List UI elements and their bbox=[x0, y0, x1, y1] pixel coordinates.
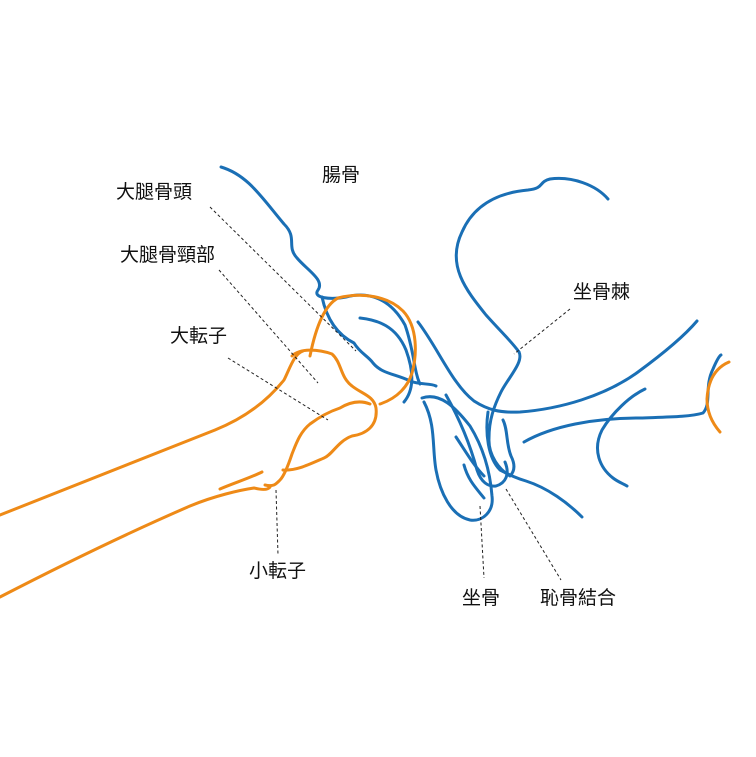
acetabulum-rim bbox=[320, 295, 438, 388]
ilium-outer-curve bbox=[219, 165, 422, 386]
label-femoral-neck: 大腿骨頸部 bbox=[120, 244, 215, 266]
label-greater-trochanter: 大転子 bbox=[170, 325, 227, 347]
leader-lines bbox=[209, 206, 571, 581]
label-ischial-spine: 坐骨棘 bbox=[573, 281, 630, 303]
leader-femoral-head bbox=[209, 206, 357, 352]
label-pubic-symphysis: 恥骨結合 bbox=[540, 587, 616, 609]
ilium-upper-curve bbox=[454, 176, 610, 354]
label-femoral-head: 大腿骨頭 bbox=[116, 181, 192, 203]
obturator-foramen bbox=[444, 393, 509, 488]
inferior-ramus bbox=[485, 410, 584, 519]
contralateral-ramus bbox=[522, 353, 723, 444]
greater-trochanter-outline bbox=[281, 348, 378, 472]
leader-femoral-neck bbox=[218, 269, 319, 384]
contralateral-femur bbox=[705, 360, 731, 434]
label-lesser-trochanter: 小転子 bbox=[249, 560, 306, 582]
leader-ischial-spine bbox=[513, 308, 571, 355]
femoral-neck-lower bbox=[263, 400, 372, 488]
pubic-ramus-lower bbox=[462, 463, 486, 500]
femoral-shaft-lower bbox=[0, 485, 272, 599]
lesser-trochanter-edge bbox=[218, 470, 264, 491]
femoral-head bbox=[308, 293, 417, 406]
pubic-loop bbox=[420, 395, 494, 522]
symphysis-line bbox=[454, 435, 486, 478]
leader-lesser-trochanter bbox=[275, 489, 279, 556]
leader-pubic-symphysis bbox=[505, 488, 562, 581]
femoral-shaft-upper bbox=[0, 349, 305, 517]
label-ilium: 腸骨 bbox=[322, 164, 360, 186]
contralateral-foramen bbox=[596, 387, 647, 488]
acetabulum-inner bbox=[358, 316, 414, 404]
femur-outline bbox=[0, 293, 731, 599]
pelvis-outline bbox=[219, 165, 723, 522]
label-ischium: 坐骨 bbox=[462, 587, 500, 609]
leader-ischium bbox=[479, 505, 485, 579]
ischial-spine-curve bbox=[416, 319, 699, 414]
labels: 腸骨 大腿骨頭 大腿骨頸部 大転子 小転子 坐骨棘 坐骨 恥骨結合 bbox=[116, 164, 630, 609]
